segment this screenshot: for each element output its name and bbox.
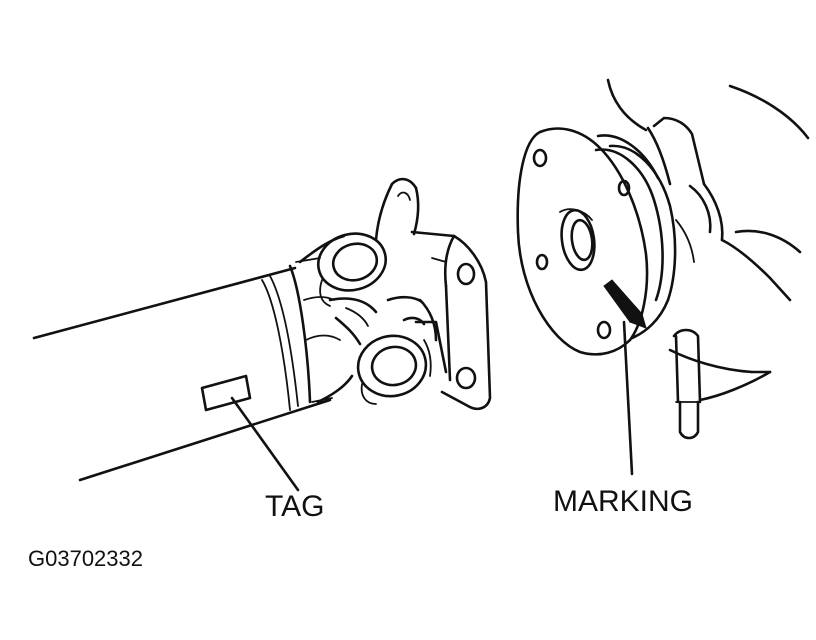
marking-label: MARKING	[553, 485, 694, 518]
figure-code: G03702332	[28, 546, 143, 571]
marking-leader-line	[622, 320, 634, 476]
propeller-shaft	[32, 257, 333, 482]
differential-flange	[516, 78, 810, 440]
universal-joint	[298, 177, 492, 411]
balance-tag	[200, 374, 252, 412]
tag-label: TAG	[265, 490, 325, 523]
leader-lines	[230, 320, 634, 492]
tag-leader-line	[230, 396, 300, 492]
